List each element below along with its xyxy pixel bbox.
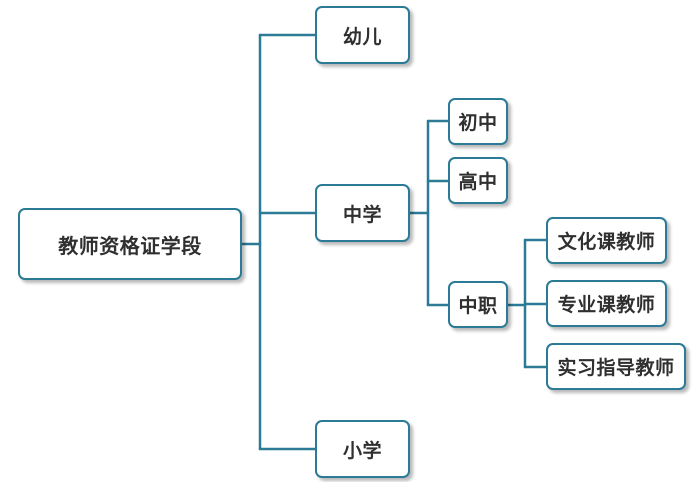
node-specialty-teacher: 专业课教师 [546, 280, 667, 327]
node-practice-teacher: 实习指导教师 [546, 343, 686, 390]
node-specialty-teacher-label: 专业课教师 [557, 294, 656, 316]
node-junior-label: 初中 [458, 112, 498, 134]
node-practice-teacher-label: 实习指导教师 [557, 357, 675, 379]
node-primary-label: 小学 [342, 439, 382, 462]
node-vocational-label: 中职 [458, 295, 498, 317]
node-culture-teacher-label: 文化课教师 [557, 231, 656, 253]
node-senior: 高中 [448, 157, 508, 204]
node-vocational: 中职 [448, 281, 508, 328]
node-junior: 初中 [448, 98, 508, 145]
node-culture-teacher: 文化课教师 [546, 217, 667, 264]
node-secondary-label: 中学 [342, 203, 382, 226]
node-senior-label: 高中 [458, 171, 498, 193]
node-kindergarten: 幼儿 [315, 6, 410, 64]
node-primary: 小学 [315, 420, 410, 478]
node-kindergarten-label: 幼儿 [342, 25, 382, 48]
node-root: 教师资格证学段 [18, 208, 242, 280]
node-secondary: 中学 [315, 184, 410, 242]
node-root-label: 教师资格证学段 [58, 233, 202, 258]
